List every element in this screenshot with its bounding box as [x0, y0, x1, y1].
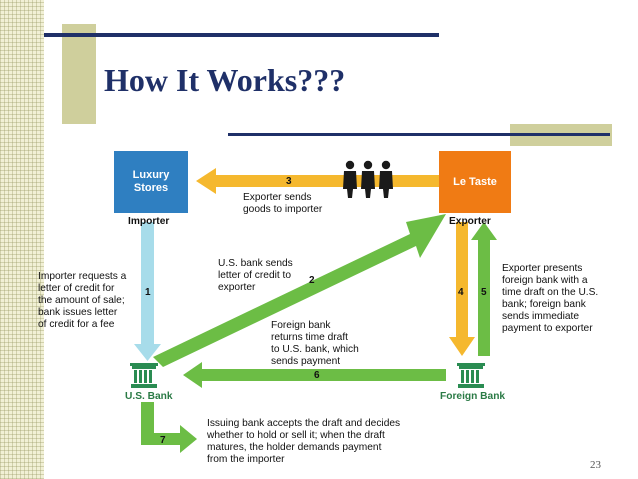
text-line: sends payment	[271, 356, 341, 367]
text-line: sends immediate	[502, 311, 580, 322]
text-line: of credit for a fee	[38, 319, 115, 330]
bank-building-icon	[457, 363, 485, 388]
text-line: Issuing bank accepts the draft and decid…	[207, 418, 401, 429]
people-icon	[343, 160, 393, 198]
text-line: foreign bank with a	[502, 275, 588, 286]
arrow-step-5	[471, 222, 497, 356]
text-line: letter of credit for	[38, 283, 115, 294]
step-3-description: Exporter sends goods to importer	[243, 192, 322, 216]
step-3-number: 3	[286, 176, 292, 187]
text-line: goods to importer	[243, 204, 323, 215]
arrow-step-4	[449, 222, 475, 356]
foreign-bank-label: Foreign Bank	[440, 391, 506, 402]
text-line: U.S. bank sends	[218, 258, 293, 269]
step-6-description: Foreign bank returns time draft to U.S. …	[271, 320, 359, 368]
exporter-role-label: Exporter	[449, 216, 491, 227]
arrow-step-3	[196, 168, 440, 194]
arrow-step-6	[183, 362, 446, 388]
exporter-name: Le Taste	[453, 175, 497, 188]
text-line: bank; foreign bank	[502, 299, 586, 310]
decorative-pattern	[0, 0, 44, 479]
page-title: How It Works???	[104, 62, 346, 98]
bank-building-icon	[130, 363, 158, 388]
importer-box: Luxury Stores	[114, 151, 188, 213]
step-4-number: 4	[458, 287, 464, 298]
step-7-number: 7	[160, 435, 166, 446]
text-line: Exporter presents	[502, 263, 583, 274]
text-line: payment to exporter	[502, 323, 593, 334]
text-line: letter of credit to	[218, 270, 292, 281]
mid-rule	[228, 133, 610, 136]
step-1-description: Importer requests a letter of credit for…	[38, 271, 126, 331]
importer-name: Luxury Stores	[132, 169, 170, 194]
step-7-description: Issuing bank accepts the draft and decid…	[207, 418, 400, 466]
arrow-step-2	[153, 214, 446, 367]
step-4-description: Exporter presents foreign bank with a ti…	[502, 263, 598, 335]
text-line: bank issues letter	[38, 307, 118, 318]
exporter-box: Le Taste	[439, 151, 511, 213]
page-number: 23	[590, 459, 601, 471]
step-6-number: 6	[314, 370, 320, 381]
arrow-step-1	[134, 222, 161, 361]
text-line: from the importer	[207, 454, 285, 465]
text-line: Foreign bank	[271, 320, 331, 331]
top-rule	[44, 33, 439, 37]
title-accent-block	[62, 24, 96, 124]
text-line: Exporter sends	[243, 192, 312, 203]
step-2-number: 2	[309, 275, 315, 286]
step-5-number: 5	[481, 287, 487, 298]
text-line: to U.S. bank, which	[271, 344, 359, 355]
step-1-number: 1	[145, 287, 151, 298]
text-line: exporter	[218, 282, 256, 293]
text-line: returns time draft	[271, 332, 348, 343]
text-line: matures, the holder demands payment	[207, 442, 382, 453]
text-line: Importer requests a	[38, 271, 127, 282]
text-line: time draft on the U.S.	[502, 287, 599, 298]
arrow-step-7	[141, 402, 197, 453]
text-line: the amount of sale;	[38, 295, 125, 306]
importer-role-label: Importer	[128, 216, 170, 227]
us-bank-label: U.S. Bank	[125, 391, 173, 402]
text-line: whether to hold or sell it; when the dra…	[207, 430, 385, 441]
step-2-description: U.S. bank sends letter of credit to expo…	[218, 258, 293, 294]
